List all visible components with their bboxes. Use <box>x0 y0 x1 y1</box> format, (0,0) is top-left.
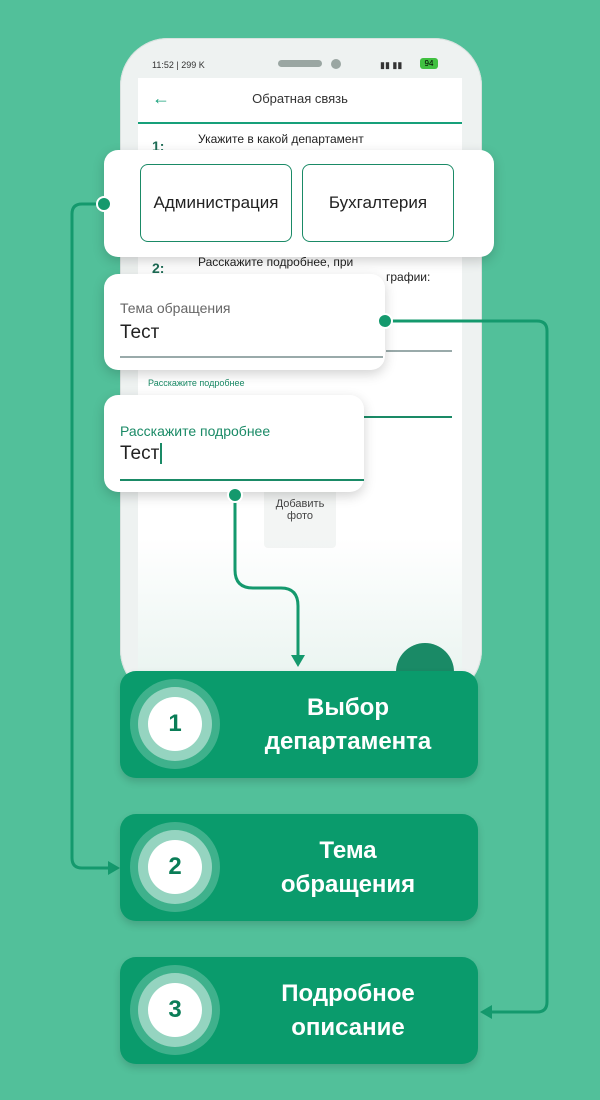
connector-dept-to-2 <box>70 202 108 870</box>
add-photo-label-1: Добавить <box>275 498 325 510</box>
legend-3-line1: Подробное <box>281 980 415 1007</box>
legend-item-3: 3 Подробное описание <box>120 957 478 1064</box>
legend-text-2: Тема обращения <box>238 834 458 902</box>
legend-text-1: Выбор департамента <box>238 691 458 759</box>
legend-1-line1: Выбор <box>307 694 389 721</box>
legend-number-3: 3 <box>148 983 202 1037</box>
connector-details-to-1 <box>233 497 300 655</box>
subject-field-label: Тема обращения <box>120 300 231 316</box>
legend-number-1: 1 <box>148 697 202 751</box>
details-field-label: Расскажите подробнее <box>148 378 245 388</box>
arrow-head-1 <box>291 655 305 667</box>
subject-field-underline <box>120 356 383 358</box>
phone-speaker <box>278 60 322 67</box>
details-field-underline <box>362 416 452 418</box>
subject-field-value[interactable]: Тест <box>120 322 160 343</box>
connector-dot-2 <box>377 313 393 329</box>
connector-dot-3 <box>227 487 243 503</box>
legend-text-3: Подробное описание <box>238 977 458 1045</box>
signal-icon: ▮▮ ▮▮ <box>380 60 403 70</box>
department-button-accounting[interactable]: Бухгалтерия <box>302 164 454 242</box>
add-photo-label-2: фото <box>287 510 313 522</box>
app-title: Обратная связь <box>252 91 348 106</box>
connector-dot-1 <box>96 196 112 212</box>
status-time: 11:52 | 299 K <box>152 60 205 70</box>
details-field-label-popup: Расскажите подробнее <box>120 423 271 439</box>
app-bar: ← Обратная связь <box>138 78 462 124</box>
legend-1-line2: департамента <box>264 728 432 755</box>
legend-number-ring-1: 1 <box>130 679 220 769</box>
details-popup: Расскажите подробнее Тест​ <box>104 395 364 492</box>
department-button-administration[interactable]: Администрация <box>140 164 292 242</box>
subject-popup: Тема обращения Тест <box>104 274 385 370</box>
step-2-number: 2: <box>152 260 165 276</box>
battery-icon: 94 <box>420 58 438 69</box>
legend-number-ring-3: 3 <box>130 965 220 1055</box>
legend-item-2: 2 Тема обращения <box>120 814 478 921</box>
arrow-head-3 <box>480 1005 492 1019</box>
legend-item-1: 1 Выбор департамента <box>120 671 478 778</box>
department-popup: Администрация Бухгалтерия <box>104 150 494 257</box>
field-underline <box>386 350 452 352</box>
legend-2-line1: Тема <box>319 837 377 864</box>
details-field-value[interactable]: Тест​ <box>120 443 163 465</box>
phone-camera <box>331 59 341 69</box>
legend-number-2: 2 <box>148 840 202 894</box>
legend-3-line2: описание <box>291 1014 405 1041</box>
step-2-text-cont: графии: <box>386 270 431 284</box>
details-field-underline-popup <box>120 479 364 481</box>
legend-2-line2: обращения <box>280 871 416 898</box>
details-field-text: Тест <box>120 443 160 464</box>
arrow-head-2 <box>108 861 120 875</box>
arrow-left-icon[interactable]: ← <box>152 88 170 108</box>
step-1-text: Укажите в какой департамент <box>198 132 364 146</box>
step-2-text: Расскажите подробнее, при <box>198 255 354 269</box>
connector-subject-to-3 <box>385 319 549 1014</box>
legend-number-ring-2: 2 <box>130 822 220 912</box>
